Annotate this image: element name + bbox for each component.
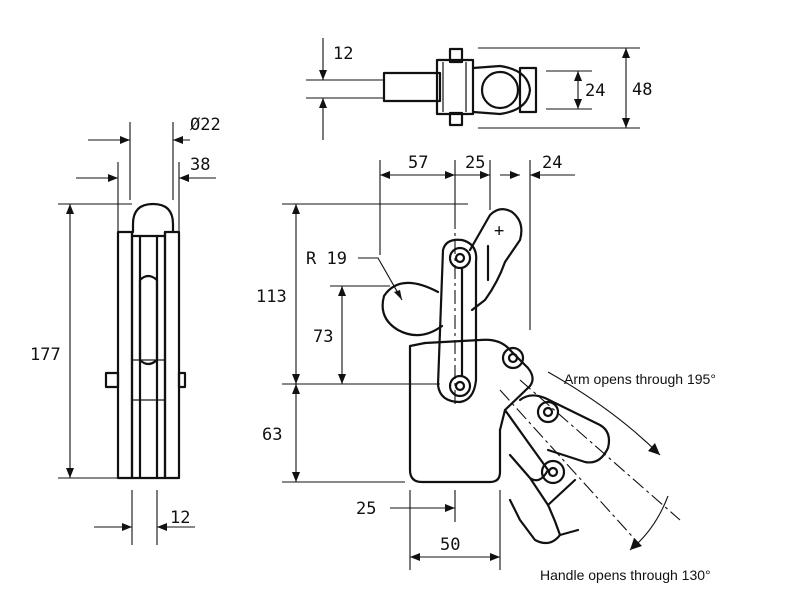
arm-opening-label: Arm opens through 195°	[564, 371, 716, 387]
top-view-pivot-barrel	[471, 64, 532, 116]
front-view-pin-nut-right	[177, 371, 187, 389]
dim-front-pin-diameter: Ø22	[190, 115, 221, 135]
side-view-pivot	[501, 346, 525, 370]
dim-top-thickness: 12	[333, 44, 353, 64]
top-view-bolt-head-bottom	[448, 111, 464, 127]
svg-text:+: +	[494, 221, 504, 241]
front-view-link	[138, 274, 159, 366]
dim-side-base-height: 63	[262, 425, 282, 445]
side-view-base-plate	[408, 341, 502, 484]
side-view-lower-pin	[448, 374, 472, 398]
dim-front-width: 38	[190, 155, 210, 175]
dim-top-inner-height: 24	[585, 81, 605, 101]
dim-side-right-offset: 24	[542, 153, 562, 173]
dim-side-link-width: 25	[465, 153, 485, 173]
arm-opening-arc	[547, 371, 661, 456]
front-view-pin-nut-left	[104, 371, 120, 389]
side-view-upper-jaw	[468, 208, 523, 312]
side-view-upper-pin	[448, 246, 472, 270]
top-view-bolt-head-top	[448, 47, 464, 64]
top-view-base-bar	[382, 71, 442, 103]
front-view: Ø22 38 177 12	[30, 115, 221, 545]
dim-front-base-thickness: 12	[170, 508, 190, 528]
dim-side-upper-height: 113	[256, 287, 287, 307]
dim-side-handle-offset: 57	[408, 153, 428, 173]
dim-top-overall-height: 48	[632, 80, 652, 100]
top-view: 12 24 48	[306, 38, 652, 140]
side-view-arm-link	[436, 238, 478, 404]
side-view-spindle-pad	[381, 281, 444, 337]
dim-front-height: 177	[30, 345, 61, 365]
dim-side-base-offset: 25	[356, 499, 376, 519]
dim-side-base-width: 50	[440, 535, 460, 555]
front-view-top-cap	[131, 202, 175, 234]
front-view-left-plate	[116, 230, 134, 480]
front-view-right-plate	[163, 230, 181, 480]
side-view: + 57 25	[256, 153, 716, 583]
side-view-open-handle	[518, 394, 611, 464]
side-view-body	[423, 338, 534, 432]
dim-side-pivot-height: 73	[313, 327, 333, 347]
handle-opening-label: Handle opens through 130°	[540, 567, 711, 583]
dim-side-radius: R 19	[306, 249, 347, 269]
